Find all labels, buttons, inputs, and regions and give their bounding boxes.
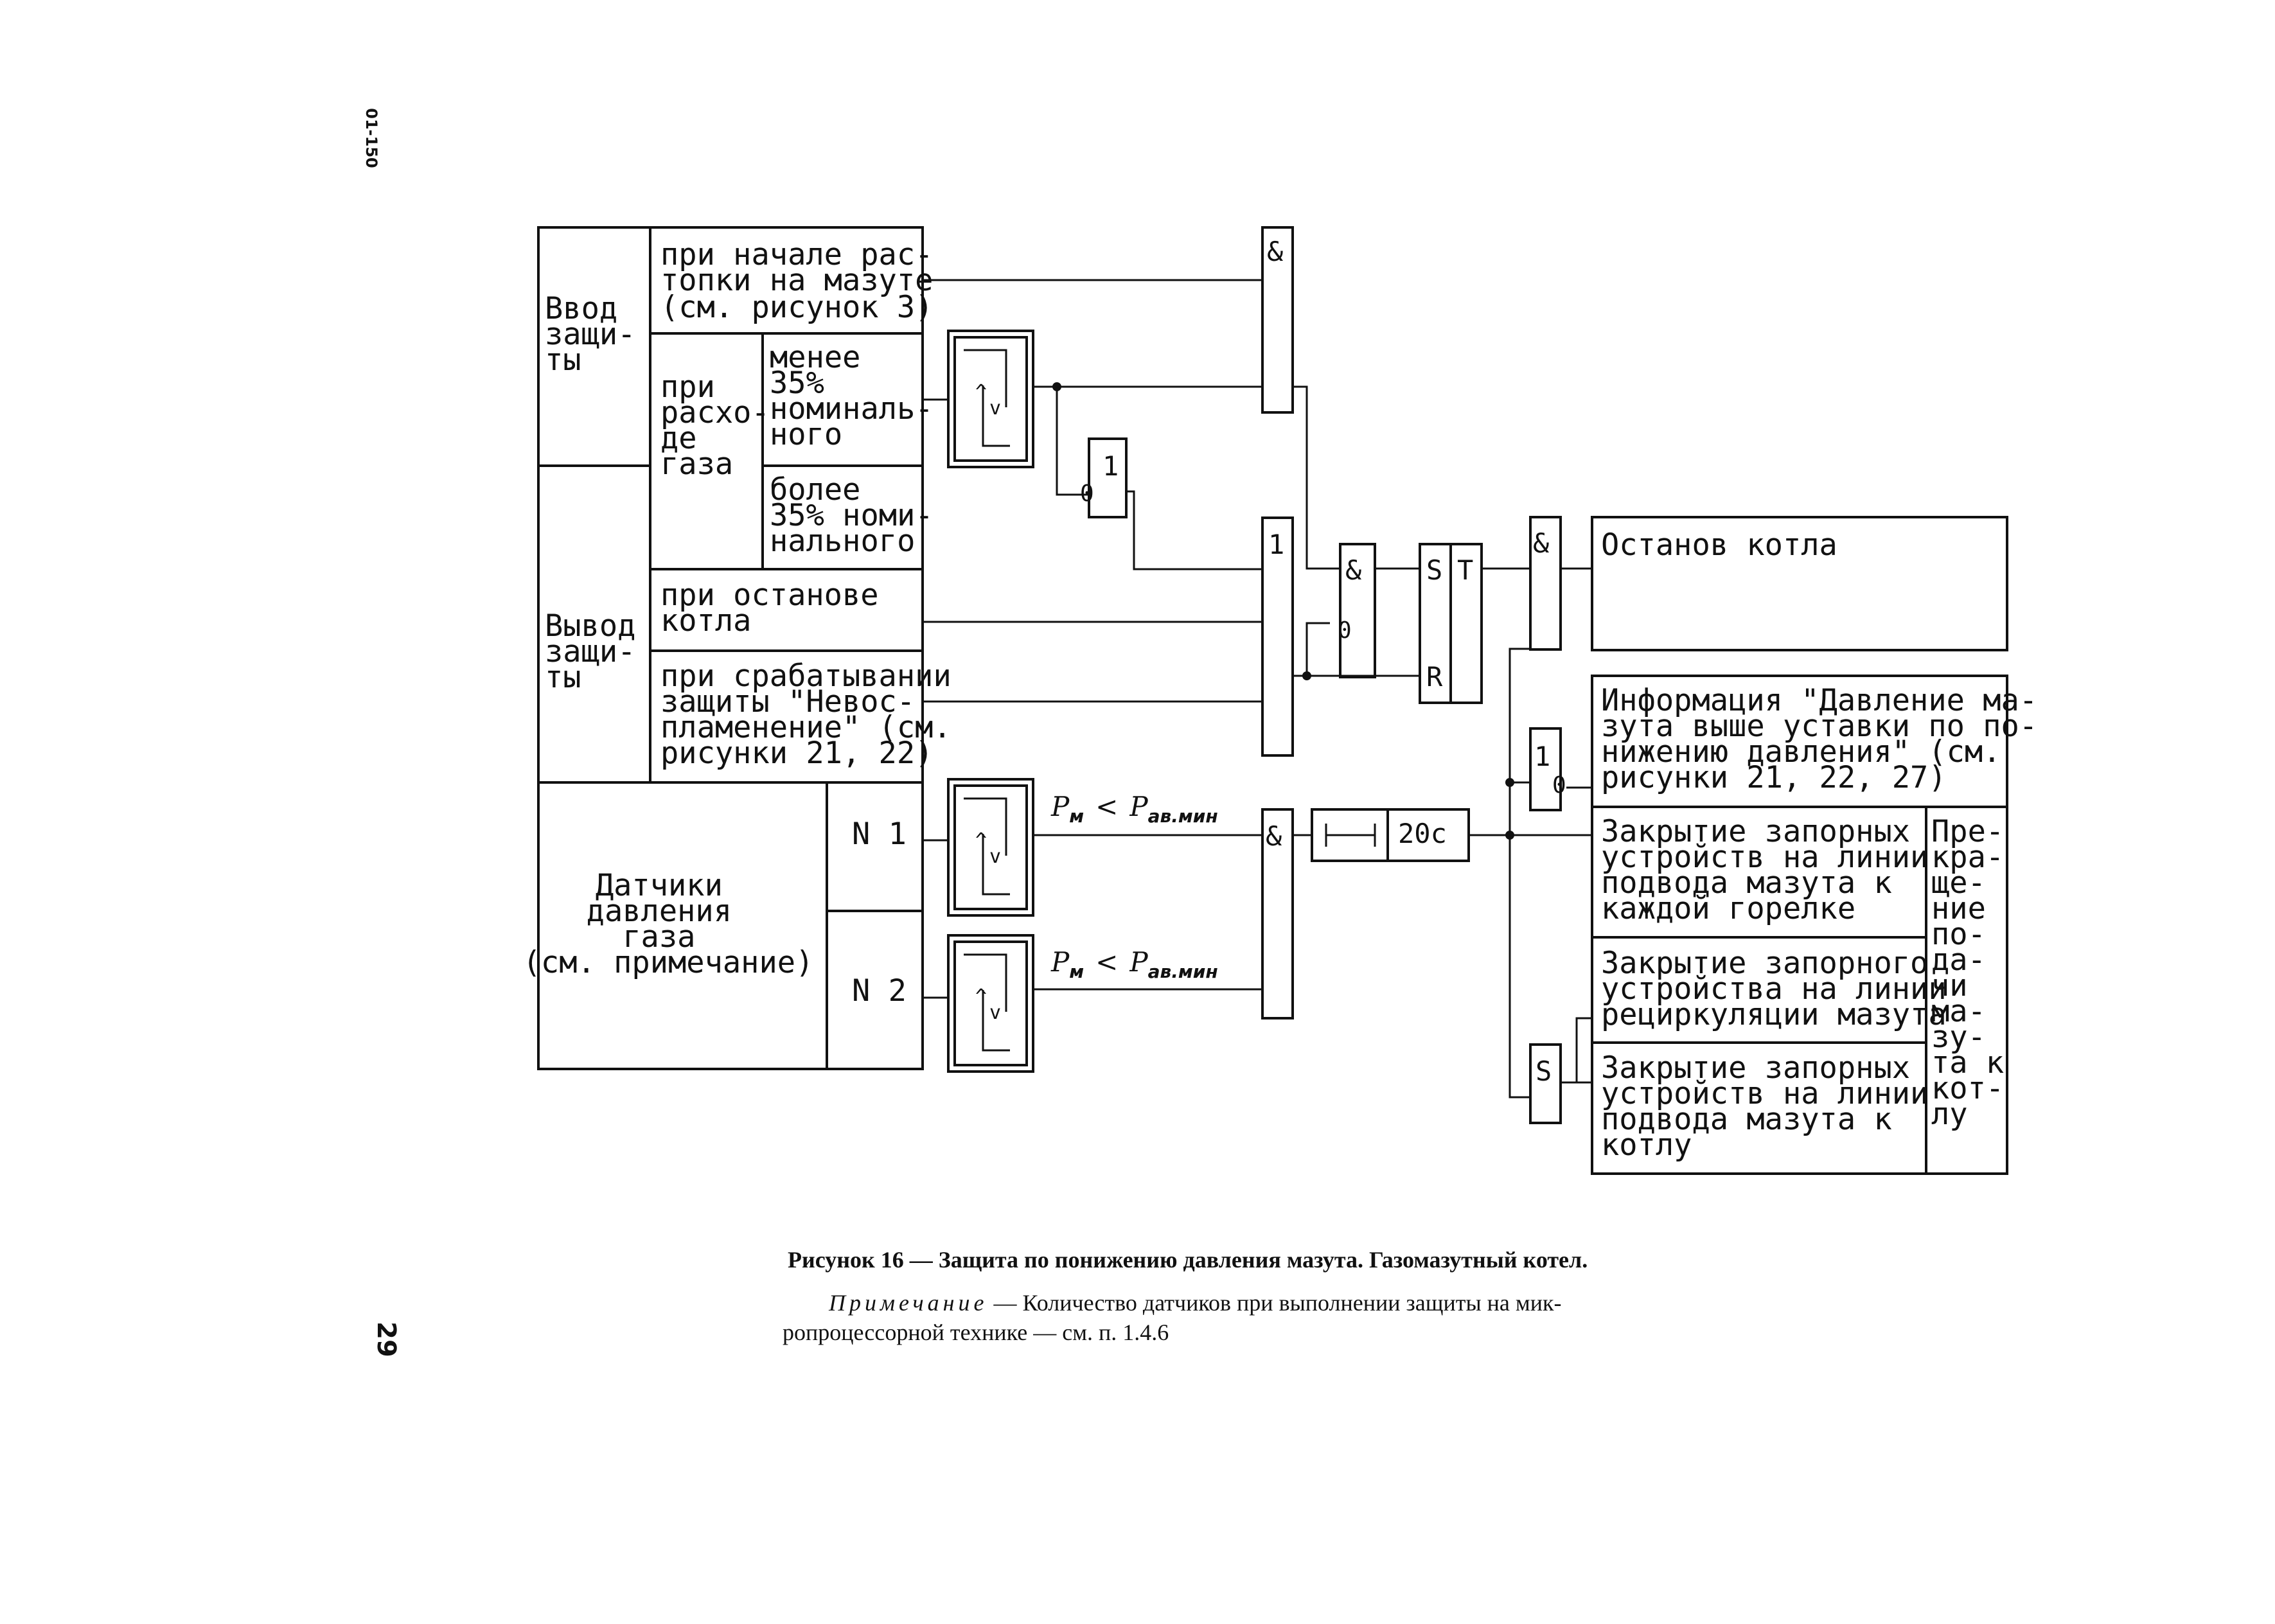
sensors-table: Датчики давления газа (см. примечание) N… (523, 781, 924, 1070)
svg-text:Pм<Pав.мин: Pм<Pав.мин (1050, 946, 1218, 982)
svg-text:^: ^ (975, 829, 987, 852)
svg-text:20с: 20с (1398, 818, 1447, 849)
and-gate-output: & (1529, 516, 1562, 651)
sensor-1-label: N 1 (852, 816, 907, 852)
svg-text:&: & (1266, 820, 1282, 852)
svg-text:1: 1 (1534, 741, 1550, 772)
svg-text:1: 1 (1102, 450, 1119, 482)
set-block: S (1529, 1043, 1562, 1124)
boiler-stop-input-cell: при останове котла (660, 578, 897, 639)
svg-text:v: v (989, 1002, 1001, 1024)
svg-text:&: & (1345, 554, 1362, 586)
stop-fuel-supply-label: Пре- кра- ще- ние по- да- чи ма- зу- та … (1931, 814, 2022, 1132)
flameout-input-cell: при срабатывании защиты "Невос- пламенен… (660, 658, 969, 771)
boiler-stop-output: Останов котла (1591, 516, 2008, 651)
figure-note-line-2: ропроцессорной технике — см. п. 1.4.6 (783, 1320, 1169, 1345)
input-table: Ввод защи- ты Вывод защи- ты при начале … (537, 226, 969, 784)
outputs-table: Информация "Давление ма- зута выше устав… (1591, 675, 2055, 1175)
and-gate-latch: & 0 (1338, 543, 1376, 678)
svg-text:^: ^ (975, 381, 987, 403)
svg-text:&: & (1533, 527, 1550, 559)
recirculation-valve-output: Закрытие запорного устройства на линии р… (1601, 946, 1965, 1032)
less-35-cell: менее 35% номиналь- ного (770, 340, 952, 452)
disable-protection-label: Вывод защи- ты (545, 608, 654, 695)
connections (923, 279, 1592, 1099)
svg-text:T: T (1457, 554, 1473, 586)
svg-text:R: R (1426, 661, 1443, 693)
figure-note-line-1: Примечание — Количество датчиков при вып… (828, 1290, 1561, 1316)
sensor-2-label: N 2 (852, 973, 907, 1009)
svg-text:S: S (1426, 554, 1442, 586)
figure-caption: Рисунок 16 — Защита по понижению давлени… (788, 1247, 1588, 1273)
not-gate-flow: 1 0 (1080, 437, 1128, 518)
or-gate-disable: 1 (1261, 516, 1294, 757)
condition-label-1: Pм<Pав.мин (1050, 791, 1218, 827)
boiler-valves-output: Закрытие запорных устройств на линии под… (1601, 1050, 1947, 1163)
and-gate-sensors: & (1261, 808, 1294, 1019)
time-delay-block: 20с (1311, 808, 1470, 862)
pressure-comparator-1: ^ v (947, 778, 1034, 917)
and-gate-enable: & (1261, 226, 1294, 414)
svg-text:1: 1 (1268, 529, 1284, 560)
condition-label-2: Pм<Pав.мин (1050, 946, 1218, 982)
pressure-sensors-label: Датчики давления газа (см. примечание) (523, 868, 814, 980)
not-gate-info: 1 0 (1529, 727, 1566, 811)
svg-text:S: S (1536, 1055, 1552, 1087)
gas-flow-label: при расхо- де газа (660, 369, 788, 482)
svg-text:^: ^ (975, 985, 987, 1008)
pressure-comparator-2: ^ v (947, 934, 1034, 1073)
pressure-info-output: Информация "Давление ма- зута выше устав… (1601, 683, 2055, 795)
sr-trigger: S T R (1419, 543, 1483, 704)
svg-text:v: v (989, 397, 1001, 419)
side-mark: 01-150 (362, 108, 380, 168)
svg-text:Pм<Pав.мин: Pм<Pав.мин (1050, 791, 1218, 827)
svg-text:v: v (989, 845, 1001, 868)
fuel-oil-start-cell: при начале рас- топки на мазуте (см. рис… (660, 237, 952, 325)
page-number: 29 (371, 1321, 401, 1357)
svg-text:0: 0 (1338, 617, 1352, 644)
gas-flow-comparator: ^ v (947, 330, 1034, 468)
svg-text:&: & (1267, 236, 1284, 267)
enable-protection-label: Ввод защи- ты (545, 291, 654, 378)
more-35-cell: более 35% номи- нального (770, 472, 952, 559)
svg-text:0: 0 (1552, 772, 1566, 799)
svg-text:Останов котла: Останов котла (1601, 527, 1837, 563)
burner-valves-output: Закрытие запорных устройств на линии под… (1601, 814, 1947, 926)
